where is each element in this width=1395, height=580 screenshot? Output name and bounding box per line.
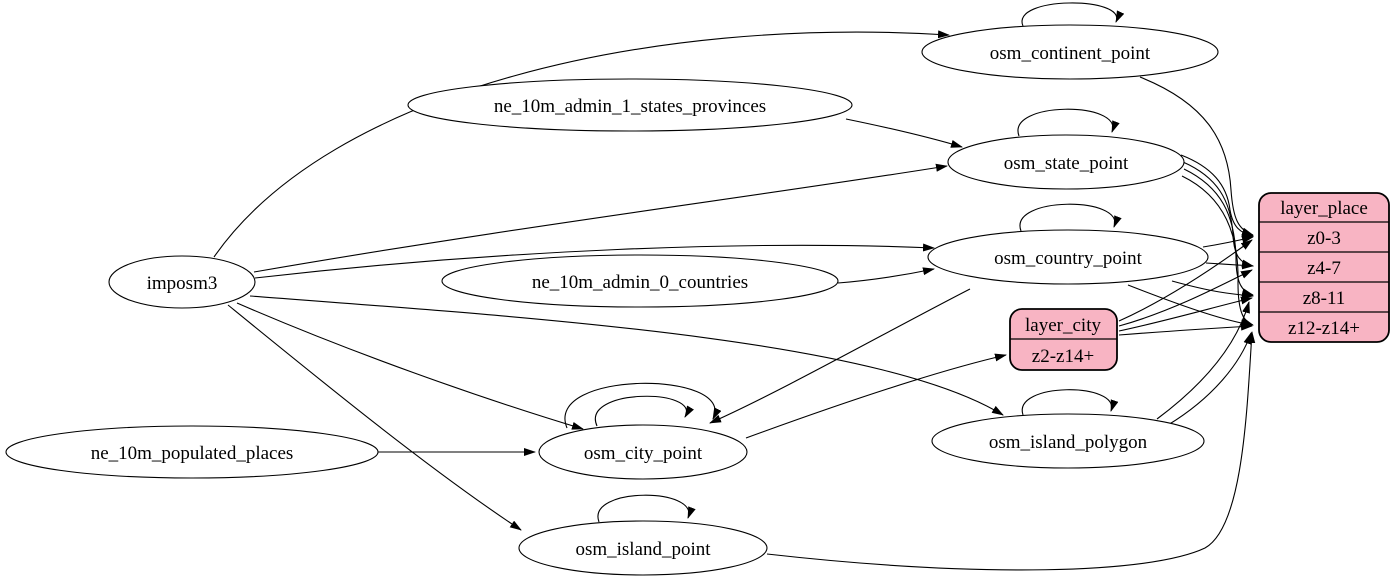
node-osm_island_polygon: osm_island_polygon (931, 413, 1205, 469)
node-ne_10m_admin_0_countries: ne_10m_admin_0_countries (441, 254, 839, 308)
node-ellipse (947, 134, 1185, 190)
record-row-z0-3: z0-3 (1307, 228, 1341, 249)
record-layer_place: layer_place z0-3 z4-7 z8-11 z12-z14+ (1258, 192, 1390, 343)
edge-osm_island_point-to-layer_place-z12-z14+ (766, 331, 1256, 571)
node-ellipse (538, 424, 748, 480)
node-ellipse (5, 425, 379, 479)
edges-layer (213, 2, 1256, 571)
node-ne_10m_populated_places: ne_10m_populated_places (5, 425, 379, 479)
record-row-z12-z14: z12-z14+ (1288, 318, 1360, 339)
node-ellipse (518, 520, 768, 576)
node-label: osm_continent_point (990, 43, 1151, 64)
node-ellipse (927, 229, 1209, 285)
node-osm_island_point: osm_island_point (518, 520, 768, 576)
record-row-z2-z14: z2-z14+ (1032, 346, 1094, 367)
edge-imposm3-to-osm_island_polygon (249, 295, 1004, 416)
edge-imposm3-to-osm_city_point (236, 302, 584, 430)
edge-layer_city-to-layer_place-z12-z14+ (1118, 322, 1253, 336)
edge-osm_country_point-to-layer_place-z12-z14+ (1127, 284, 1253, 328)
node-osm_state_point: osm_state_point (947, 134, 1185, 190)
node-label: osm_country_point (994, 248, 1142, 269)
edge-osm_country_point-to-osm_country_point-self (1019, 203, 1122, 232)
edge-osm_island_polygon-to-layer_place-z12-z14+ (1167, 332, 1252, 426)
node-ellipse (921, 24, 1219, 80)
edge-layer_city-to-layer_place-z0-3 (1118, 239, 1253, 322)
node-imposm3: imposm3 (108, 255, 256, 309)
edge-imposm3-to-osm_continent_point (213, 30, 950, 258)
edge-osm_island_polygon-to-layer_place-z8-11 (1156, 301, 1250, 420)
edge-imposm3-to-osm_island_point (227, 304, 522, 531)
node-osm_continent_point: osm_continent_point (921, 24, 1219, 80)
node-label: ne_10m_populated_places (91, 443, 294, 464)
node-ne_10m_admin_1_states_provinces: ne_10m_admin_1_states_provinces (407, 78, 853, 132)
edge-imposm3-to-osm_state_point (253, 163, 948, 273)
node-label: imposm3 (147, 273, 218, 294)
record-title: layer_place (1280, 198, 1368, 219)
node-label: osm_island_point (575, 539, 711, 560)
edge-osm_island_polygon-to-osm_island_polygon-self (1021, 389, 1119, 416)
node-ellipse (931, 413, 1205, 469)
edge-osm_continent_point-to-layer_place-z0-3 (1139, 76, 1254, 236)
edge-ne_10m_admin_1_states_provinces-to-osm_state_point (845, 118, 963, 148)
node-label: osm_city_point (584, 443, 703, 464)
node-osm_country_point: osm_country_point (927, 229, 1209, 285)
edge-osm_country_point-to-layer_place-z4-7 (1205, 261, 1254, 270)
edge-osm_state_point-to-osm_state_point-self (1017, 108, 1120, 137)
edge-osm_country_point-to-layer_place-z0-3 (1202, 235, 1254, 248)
edge-imposm3-to-osm_country_point (254, 243, 935, 279)
edge-ne_10m_admin_0_countries-to-osm_country_point (837, 267, 935, 284)
node-ellipse (441, 254, 839, 308)
edge-osm_country_point-to-layer_place-z8-11 (1171, 280, 1254, 300)
edge-osm_state_point-to-layer_place-z12-z14+ (1181, 175, 1254, 326)
edge-osm_city_point-to-osm_city_point-self (564, 382, 722, 429)
edge-osm_state_point-to-layer_place-z0-3 (1180, 154, 1254, 238)
edge-osm_city_point-to-osm_city_point-self (594, 395, 694, 427)
edge-osm_continent_point-to-osm_continent_point-self (1021, 2, 1125, 27)
node-label: osm_state_point (1004, 153, 1129, 174)
edge-layer_city-to-layer_place-z4-7 (1118, 269, 1253, 327)
record-layer_city: layer_city z2-z14+ (1009, 308, 1118, 371)
edge-osm_island_point-to-osm_island_point-self (597, 494, 696, 523)
edge-osm_country_point-to-osm_city_point (709, 288, 971, 424)
node-label: osm_island_polygon (989, 432, 1148, 453)
edge-layer_city-to-layer_place-z8-11 (1118, 296, 1253, 332)
node-label: ne_10m_admin_1_states_provinces (494, 96, 766, 117)
node-label: ne_10m_admin_0_countries (532, 272, 748, 293)
edge-osm_city_point-to-layer_city-z2-z14+ (745, 353, 1007, 439)
node-ellipse (407, 78, 853, 132)
record-title: layer_city (1025, 315, 1101, 336)
record-box (1258, 192, 1390, 343)
nodes-layer: imposm3 ne_10m_admin_1_states_provinces … (5, 24, 1390, 576)
node-ellipse (108, 255, 256, 309)
record-row-z4-7: z4-7 (1307, 258, 1341, 279)
record-row-z8-11: z8-11 (1303, 288, 1346, 309)
node-osm_city_point: osm_city_point (538, 424, 748, 480)
